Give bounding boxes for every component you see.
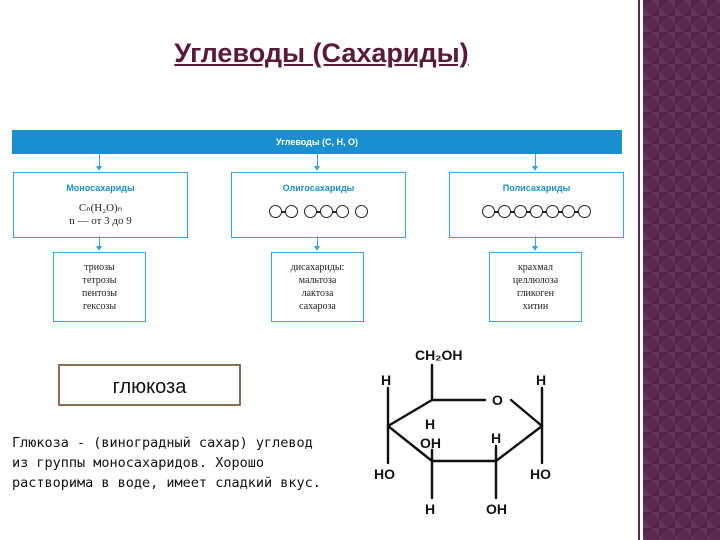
decorative-side-strip [643,0,720,540]
glucose-description: Глюкоза - (виноградный сахар) углевод из… [12,433,382,493]
list-item: дисахариды: [290,262,345,273]
ho-left-label: HO [374,466,395,482]
h-left-top-label: H [381,372,391,388]
ring-oxygen-label: O [492,392,503,408]
description-line: Глюкоза - (виноградный сахар) углевод [12,435,313,451]
poly-examples: крахмал целлюлоза гликоген хитин [489,252,582,322]
category-monosaccharides: Моносахариды Cₙ(H₂O)ₙ n — от 3 до 9 [13,172,188,238]
arrow-to-poly [532,154,538,171]
list-item: хитин [522,301,549,312]
category-oligosaccharides: Олигосахариды [231,172,406,238]
list-item: лактоза [301,288,334,299]
category-title: Олигосахариды [282,183,355,193]
formula-range: n — от 3 до 9 [69,215,132,227]
oligo-examples: дисахариды: мальтоза лактоза сахароза [271,252,364,322]
arrow-to-mono-list [96,236,102,251]
list-item: тетрозы [82,275,117,286]
slide-title: Углеводы (Сахариды) [174,38,469,68]
list-item: пентозы [81,288,118,299]
list-item: сахароза [299,301,336,312]
description-line: из группы моносахаридов. Хорошо [12,455,264,471]
oh-inner-label: OH [420,435,441,451]
list-item: гексозы [82,301,117,312]
category-title: Полисахариды [502,183,571,193]
h-inner-right-label: H [491,430,501,446]
h-bottom-label: H [425,501,435,517]
ring-icon [336,205,349,218]
category-title: Моносахариды [66,183,135,193]
carbohydrates-banner: Углеводы (С, Н, О) [12,130,622,154]
ring-icon [355,205,368,218]
side-divider-line [638,0,640,540]
ch2oh-label: CH₂OH [415,347,462,363]
list-item: крахмал [517,262,554,273]
list-item: мальтоза [298,275,337,286]
description-line: растворима в воде, имеет сладкий вкус. [12,475,321,491]
ring-icon [285,205,298,218]
oh-bottom-label: OH [486,501,507,517]
h-right-top-label: H [536,372,546,388]
list-item: триозы [84,262,115,273]
poly-chain [450,205,623,218]
arrow-to-oligo [314,154,320,171]
arrow-to-mono [96,154,102,171]
arrow-to-poly-list [532,236,538,251]
arrow-to-oligo-list [314,236,320,251]
glucose-structure-diagram: CH₂OH H H O H OH H HO HO H OH [374,347,551,517]
oligo-chains [232,205,405,218]
general-formula: Cₙ(H₂O)ₙ [78,202,123,214]
glucose-label-box: глюкоза [58,364,241,406]
list-item: гликоген [516,288,555,299]
ring-icon [578,205,591,218]
mono-examples: триозы тетрозы пентозы гексозы [53,252,146,322]
h-inner-left-label: H [425,416,435,432]
ho-right-label: HO [530,466,551,482]
category-polysaccharides: Полисахариды [449,172,624,238]
list-item: целлюлоза [512,275,559,286]
